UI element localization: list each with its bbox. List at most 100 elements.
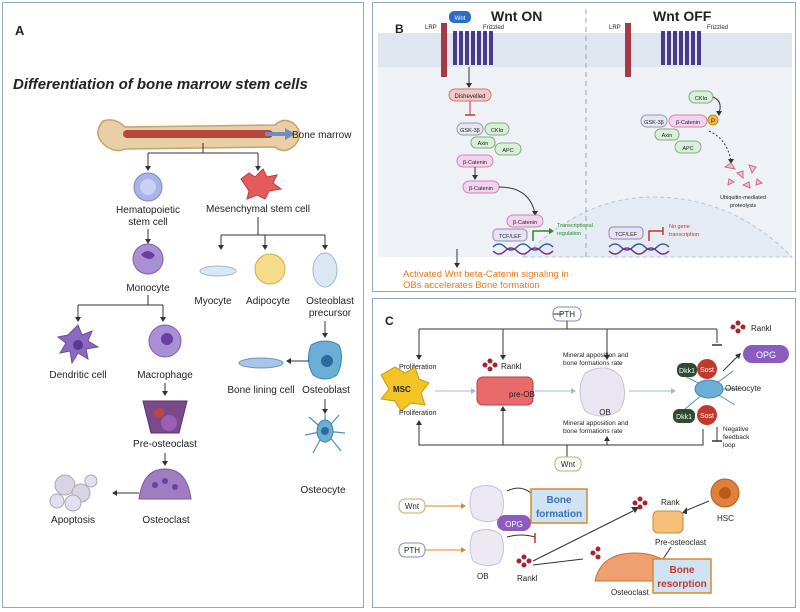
dendritic-cell xyxy=(56,324,100,365)
cki-off-label: CKIα xyxy=(695,96,708,102)
label-osteoblast-precursor-2: precursor xyxy=(309,308,352,319)
apc-off xyxy=(674,140,702,154)
opg-osteocyte-label: OPG xyxy=(756,350,776,360)
dna-on xyxy=(492,243,554,251)
ob-bottom-label: OB xyxy=(477,572,489,581)
cki-on-label: CKIα xyxy=(491,128,504,134)
transcriptional-label-2: regulation xyxy=(557,231,581,237)
label-preosteoclast: Pre-osteoclast xyxy=(133,439,197,450)
wnt-mid-box xyxy=(554,456,582,472)
lrp-receptor-off xyxy=(625,23,631,77)
bcatenin-1-label: β-Catenin xyxy=(463,160,487,166)
activated-text-1: Activated Wnt beta-Catenin signaling in xyxy=(403,269,569,280)
sost-bottom-label: Sost xyxy=(700,413,714,420)
bcatenin-2-label: β-Catenin xyxy=(469,186,493,192)
ubiquitin-label-1: Ubiquitin-mediated xyxy=(720,195,766,201)
rank-label: Rank xyxy=(661,498,681,507)
gsk3b-on xyxy=(456,122,484,136)
dkk1-bottom-label: Dkk1 xyxy=(676,414,692,421)
mineral-bottom-2: bone formations rate xyxy=(563,428,623,435)
label-dendritic: Dendritic cell xyxy=(49,370,106,381)
rankl-dots-osteocyte xyxy=(730,320,746,334)
osteocyte-cell xyxy=(304,413,346,454)
gsk3b-off xyxy=(640,114,668,128)
lrp-receptor-on xyxy=(441,23,447,77)
frizzled-label-on: Frizzled xyxy=(483,25,504,31)
panel-a-diagram: A Differentiation of bone marrow stem ce… xyxy=(13,23,354,526)
osteocyte-cell-c xyxy=(682,370,739,410)
apc-off-label: APC xyxy=(682,146,693,152)
tcf-lef-off-label: TCF/LEF xyxy=(615,232,638,238)
label-macrophage: Macrophage xyxy=(137,370,193,381)
axin-on-label: Axin xyxy=(478,141,489,147)
negative-2: feedback xyxy=(723,434,750,441)
gsk3b-on-label: GSK-3β xyxy=(460,128,480,134)
label-myocyte: Myocyte xyxy=(194,296,232,307)
osteoclast-label-c: Osteoclast xyxy=(611,588,650,597)
rankl-bottom-label: Rankl xyxy=(517,574,538,583)
panel-b-diagram: B Wnt ON Wnt OFF LRP Wnt Frizzled Dishev… xyxy=(378,8,794,291)
tcf-lef-off xyxy=(608,226,644,240)
label-hsc-2: stem cell xyxy=(128,217,167,228)
label-osteocyte: Osteocyte xyxy=(300,485,345,496)
opg-osteocyte xyxy=(743,345,789,363)
dkk1-top xyxy=(677,363,697,377)
msc-cell xyxy=(240,168,283,200)
dkk1-bottom xyxy=(673,409,695,423)
frizzled-label-off: Frizzled xyxy=(707,25,728,31)
osteocyte-label-c: Osteocyte xyxy=(725,384,762,393)
sost-top-label: Sost xyxy=(700,367,714,374)
gsk3b-off-label: GSK-3β xyxy=(644,120,664,126)
tcf-lef-on-label: TCF/LEF xyxy=(499,234,522,240)
bone-resorption-box xyxy=(652,558,712,594)
rankl-dots-bottom xyxy=(516,554,532,568)
bcatenin-off xyxy=(668,114,708,128)
nogene-label-2: transcription xyxy=(669,232,699,238)
activated-text-2: OBs accelerates Bone formation xyxy=(403,280,540,291)
rankl-dots-top xyxy=(482,358,498,372)
phosphate-p-label: P xyxy=(711,119,715,125)
lrp-label-off: LRP xyxy=(609,25,621,31)
wnt-off-title: Wnt OFF xyxy=(653,8,712,24)
sost-bottom xyxy=(697,405,717,425)
label-adipocyte: Adipocyte xyxy=(246,296,290,307)
bone-illustration xyxy=(97,119,301,152)
label-apoptosis: Apoptosis xyxy=(51,515,95,526)
negative-3: loop xyxy=(723,442,736,449)
cki-on xyxy=(484,122,510,136)
frizzled-receptor-off xyxy=(661,31,701,65)
rank-dots xyxy=(632,496,648,510)
ubiquitin-label-2: proteolysis xyxy=(730,203,757,209)
ob-cell-bottom-1 xyxy=(469,485,505,523)
ob-cell-bottom-2 xyxy=(469,529,505,567)
axin-off-label: Axin xyxy=(662,133,673,139)
sost-top xyxy=(697,359,717,379)
wnt-bottom-label: Wnt xyxy=(405,502,420,511)
panel-b-letter: B xyxy=(395,22,404,36)
label-monocyte: Monocyte xyxy=(126,283,170,294)
bcatenin-nuclear xyxy=(506,214,544,228)
label-osteoclast: Osteoclast xyxy=(142,515,189,526)
bone-formation-1: Bone xyxy=(547,495,572,506)
label-osteoblast: Osteoblast xyxy=(302,385,350,396)
bone-formation-2: formation xyxy=(536,509,582,520)
negative-1: Negative xyxy=(723,426,749,433)
label-hsc-1: Hematopoietic xyxy=(116,205,180,216)
wnt-mid-label: Wnt xyxy=(561,460,576,469)
panel-a: A Differentiation of bone marrow stem ce… xyxy=(2,2,364,608)
mineral-bottom-1: Mineral apposition and xyxy=(563,420,629,427)
label-bone-lining: Bone lining cell xyxy=(227,385,294,396)
tcf-lef-on xyxy=(492,228,528,242)
lrp-label-on: LRP xyxy=(425,25,437,31)
preob-cell xyxy=(476,376,534,406)
pth-bottom-label: PTH xyxy=(404,546,420,555)
mineral-top-1: Mineral apposition and xyxy=(563,352,629,359)
label-msc: Mesenchymal stem cell xyxy=(206,204,310,215)
opg-bottom xyxy=(497,515,531,531)
panel-a-title: Differentiation of bone marrow stem cell… xyxy=(13,76,308,93)
panel-c: C PTH Proliferation Rankl Mineral apposi… xyxy=(372,298,796,608)
apc-on-label: APC xyxy=(502,148,513,154)
bone-resorption-2: resorption xyxy=(657,579,706,590)
panel-a-letter: A xyxy=(15,23,25,38)
dna-off xyxy=(608,243,670,251)
